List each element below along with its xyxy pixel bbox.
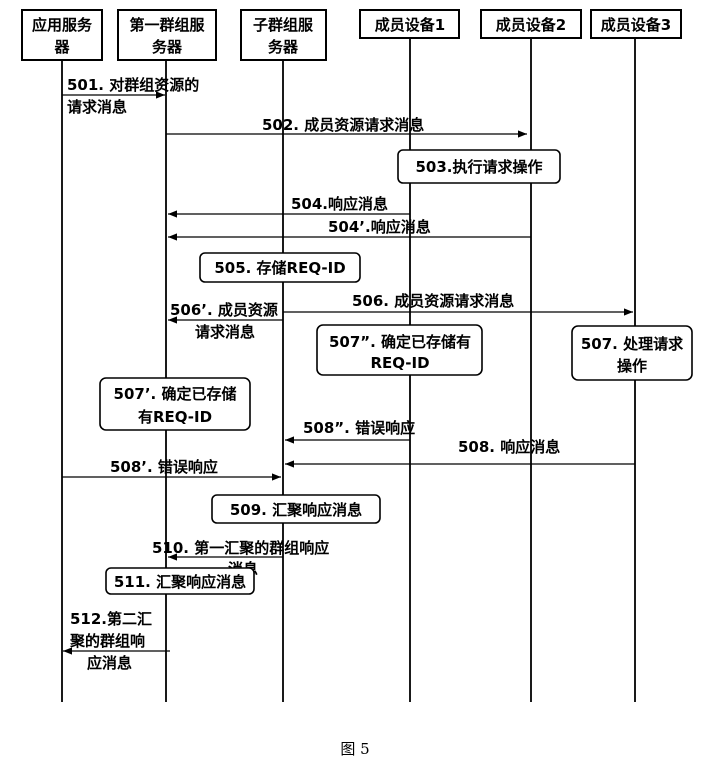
message-label: 506. 成员资源请求消息 xyxy=(352,292,514,310)
message-label: 501. 对群组资源的 xyxy=(67,76,199,94)
participant-label: 务器 xyxy=(152,38,183,56)
message-label: 请求消息 xyxy=(67,98,127,116)
step-505: 505. 存储REQ-ID xyxy=(199,252,361,283)
message-512: 512.第二汇 聚的群组响 应消息 xyxy=(62,610,170,672)
message-label: 506’. 成员资源 xyxy=(170,301,278,319)
step-label: 507”. 确定已存储有 xyxy=(329,333,471,351)
message-506: 506. 成员资源请求消息 xyxy=(283,292,633,316)
message-label: 聚的群组响 xyxy=(69,632,145,650)
step-507-double-prime: 507”. 确定已存储有 REQ-ID xyxy=(316,324,483,376)
message-502: 502. 成员资源请求消息 xyxy=(166,116,527,138)
message-label: 508’. 错误响应 xyxy=(110,458,218,476)
message-508: 508. 响应消息 xyxy=(285,438,635,468)
message-label: 508. 响应消息 xyxy=(458,438,560,456)
message-label: 应消息 xyxy=(87,654,132,672)
participant-first-group-server: 第一群组服 务器 xyxy=(117,9,217,61)
message-501: 501. 对群组资源的 请求消息 xyxy=(62,76,199,116)
participant-label: 第一群组服 xyxy=(129,16,205,34)
step-label: 操作 xyxy=(617,357,647,375)
step-label: 511. 汇聚响应消息 xyxy=(114,573,246,591)
participant-label: 器 xyxy=(53,38,70,56)
participant-label: 应用服务 xyxy=(32,16,93,34)
participant-label: 子群组服 xyxy=(253,16,314,34)
step-label: 有REQ-ID xyxy=(138,408,212,426)
message-504: 504.响应消息 xyxy=(168,195,410,218)
participant-label: 成员设备2 xyxy=(496,16,566,34)
step-label: 507. 处理请求 xyxy=(581,335,684,353)
step-507: 507. 处理请求 操作 xyxy=(571,325,693,381)
participant-member-device-3: 成员设备3 xyxy=(590,9,682,39)
figure-caption: 图 5 xyxy=(340,740,369,758)
message-label: 502. 成员资源请求消息 xyxy=(262,116,424,134)
message-506-prime: 506’. 成员资源 请求消息 xyxy=(168,301,283,341)
message-label: 504.响应消息 xyxy=(291,195,388,213)
participant-label: 务器 xyxy=(268,38,299,56)
participant-app-server: 应用服务 器 xyxy=(21,9,103,61)
message-508-prime: 508’. 错误响应 xyxy=(62,458,281,481)
message-label: 510. 第一汇聚的群组响应 xyxy=(152,539,329,557)
message-label: 512.第二汇 xyxy=(70,610,152,628)
message-label: 508”. 错误响应 xyxy=(303,419,415,437)
step-label: 509. 汇聚响应消息 xyxy=(230,501,362,519)
message-label: 请求消息 xyxy=(195,323,255,341)
step-label: 505. 存储REQ-ID xyxy=(214,259,345,277)
participant-label: 成员设备1 xyxy=(375,16,445,34)
step-label: REQ-ID xyxy=(370,354,429,372)
step-507-prime: 507’. 确定已存储 有REQ-ID xyxy=(99,377,251,431)
participant-member-device-1: 成员设备1 xyxy=(359,9,460,39)
step-503: 503.执行请求操作 xyxy=(397,149,561,184)
step-label: 503.执行请求操作 xyxy=(415,158,542,176)
message-label: 504’.响应消息 xyxy=(328,218,431,236)
message-508-double-prime: 508”. 错误响应 xyxy=(285,419,415,444)
step-label: 507’. 确定已存储 xyxy=(114,385,237,403)
step-509: 509. 汇聚响应消息 xyxy=(211,494,381,524)
message-504-prime: 504’.响应消息 xyxy=(168,218,531,241)
participant-member-device-2: 成员设备2 xyxy=(480,9,582,39)
participant-label: 成员设备3 xyxy=(601,16,671,34)
participant-sub-group-server: 子群组服 务器 xyxy=(240,9,327,61)
step-511: 511. 汇聚响应消息 xyxy=(105,567,255,595)
